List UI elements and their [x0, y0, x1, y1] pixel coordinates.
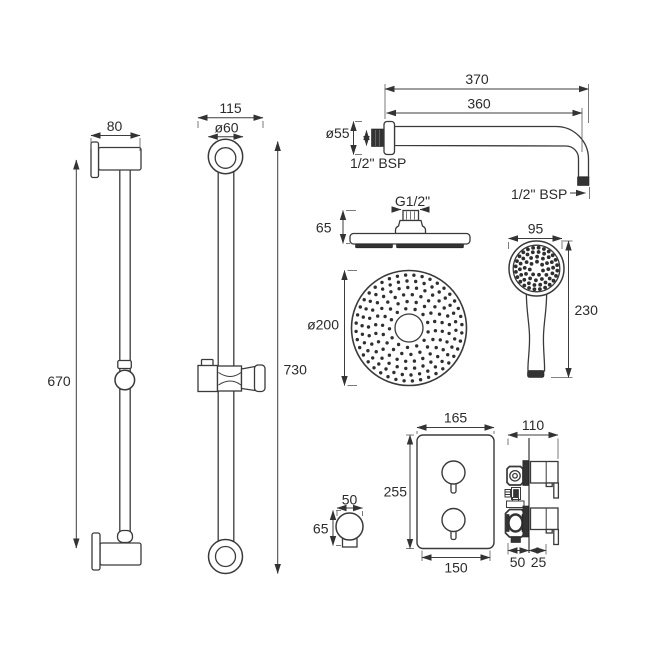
dim-rail-side-height: 670: [47, 159, 80, 549]
dim-valve-depth-overall: 110: [507, 417, 559, 459]
valve-depth-overall-label: 110: [522, 417, 545, 433]
valve-side-view: 110 50 25: [504, 417, 560, 570]
head-thread-label: G1/2": [395, 193, 430, 209]
dim-handset-width: 95: [508, 221, 563, 249]
handset-width-label: 95: [528, 221, 544, 237]
dim-handset-length: 230: [551, 240, 599, 378]
head-spray-holes: [354, 273, 464, 383]
slide-rail-side-view: 80 670: [47, 118, 142, 571]
dim-head-diameter: ø200: [307, 270, 357, 386]
dim-valve-depth-split: 50 25: [507, 543, 547, 570]
arm-overall-label: 370: [465, 71, 489, 87]
dim-head-thread: G1/2": [391, 193, 430, 213]
dim-rail-front-height: 730: [274, 141, 308, 574]
dim-rail-side-width: 80: [90, 118, 141, 151]
dim-outlet-height: 65: [313, 510, 341, 546]
valve-height-label: 255: [384, 484, 408, 500]
rail-front-width-label: 115: [219, 100, 242, 116]
dim-arm-outlet-thread: 1/2" BSP: [511, 186, 590, 202]
dim-valve-height: 255: [384, 434, 414, 549]
outlet-width-label: 50: [342, 492, 358, 508]
handset-view: 95 230: [508, 221, 599, 378]
dim-outlet-width: 50: [336, 492, 363, 516]
shower-arm-view: 370 360 ø55 1/2" BSP 1/2" BSP: [325, 71, 590, 202]
shower-head-face-view: ø200: [307, 269, 468, 387]
dim-arm-overall: 370: [384, 71, 589, 123]
handset-spray-holes: [513, 245, 560, 292]
arm-flange-label: ø55: [325, 125, 349, 141]
shower-head-side-view: G1/2" 65: [316, 193, 471, 249]
arm-outlet-thread-label: 1/2" BSP: [511, 186, 567, 202]
head-diameter-label: ø200: [307, 317, 339, 333]
dim-arm-flange: ø55: [325, 121, 370, 155]
dim-rail-front-ring: ø60: [207, 120, 244, 140]
handset-length-label: 230: [575, 302, 599, 318]
head-depth-label: 65: [316, 220, 332, 236]
outlet-height-label: 65: [313, 521, 329, 537]
rail-side-width-label: 80: [107, 118, 123, 134]
wall-outlet-view: 50 65: [313, 492, 364, 548]
dim-rail-front-width: 115: [197, 100, 264, 128]
rail-front-height-label: 730: [284, 362, 308, 378]
arm-horizontal-label: 360: [467, 96, 491, 112]
valve-depth-recessed-label: 50: [510, 554, 526, 570]
dim-arm-horizontal: 360: [386, 96, 583, 152]
valve-width-lower-label: 150: [444, 560, 468, 576]
dim-head-depth: 65: [316, 210, 356, 244]
dim-valve-width-lower: 150: [421, 550, 491, 576]
valve-depth-exposed-label: 25: [531, 554, 547, 570]
valve-front-view: 165 255 150: [384, 410, 495, 576]
arm-wall-thread-label: 1/2" BSP: [350, 155, 406, 171]
rail-side-height-label: 670: [47, 373, 71, 389]
dim-valve-width-overall: 165: [416, 410, 495, 434]
slide-rail-front-view: 115 ø60 730: [197, 100, 308, 575]
rail-front-ring-label: ø60: [214, 120, 238, 136]
valve-width-overall-label: 165: [444, 410, 468, 426]
